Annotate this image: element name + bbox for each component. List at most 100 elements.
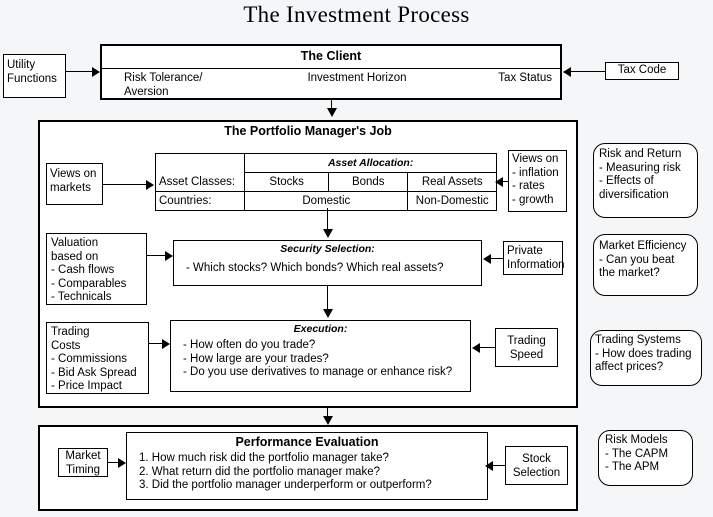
- row-label-countries: Countries:: [154, 191, 246, 211]
- arrowhead-allocation-to-security: [323, 229, 333, 238]
- arrowhead-macro-to-allocation: [495, 177, 503, 187]
- performance-evaluation-box: Performance Evaluation 1. How much risk …: [126, 432, 488, 500]
- trading-speed-line1: Trading: [507, 335, 546, 347]
- arrowhead-private-to-security: [483, 254, 491, 264]
- client-risk-tolerance-line2: Aversion: [124, 85, 169, 98]
- arrowhead-utility-to-client: [92, 67, 100, 77]
- trading-costs-box: Trading Costs - Commissions - Bid Ask Sp…: [46, 322, 149, 394]
- asset-allocation-table: Asset Allocation: Asset Classes: Stocks …: [154, 153, 497, 211]
- stock-selection-line2: Selection: [512, 466, 561, 479]
- client-tax-status: Tax Status: [498, 72, 552, 84]
- trading-speed-line2: Speed: [509, 348, 544, 361]
- topic-item-1: - The APM: [605, 461, 660, 473]
- cell-stocks: Stocks: [244, 172, 330, 192]
- topic-heading: Market Efficiency: [599, 240, 687, 252]
- private-information-line2: Information: [507, 258, 565, 271]
- trading-costs-line1: Trading: [51, 326, 90, 338]
- connector-costs-to-execution: [149, 343, 165, 344]
- connector-stock-to-performance: [492, 465, 506, 466]
- topic-item-1: affect prices?: [595, 361, 664, 373]
- connector-views-to-allocation: [103, 184, 147, 185]
- execution-caption: Execution:: [293, 323, 348, 335]
- performance-item-0: 1. How much risk did the portfolio manag…: [139, 452, 389, 464]
- cell-bonds: Bonds: [328, 172, 409, 192]
- page-title: The Investment Process: [243, 2, 470, 27]
- topic-risk-and-return: Risk and Return - Measuring risk - Effec…: [593, 143, 698, 218]
- connector-private-to-security: [490, 258, 504, 259]
- topic-trading-systems: Trading Systems - How does trading affec…: [590, 330, 702, 386]
- topic-item-0: - How does trading: [595, 347, 692, 360]
- stock-selection-box: Stock Selection: [505, 446, 568, 485]
- arrowhead-taxcode-to-client: [563, 67, 571, 77]
- trading-costs-item-0: - Commissions: [51, 353, 128, 365]
- topic-item-1: the market?: [599, 267, 660, 279]
- utility-functions-line1: Utility: [7, 59, 36, 71]
- connector-speed-to-execution: [480, 347, 496, 348]
- valuation-item-1: - Comparables: [51, 277, 127, 290]
- tax-code-box: Tax Code: [605, 62, 679, 80]
- views-on-macro-heading: Views on: [512, 153, 559, 165]
- stock-selection-line1: Stock: [522, 453, 551, 465]
- topic-heading: Risk Models: [605, 434, 668, 446]
- trading-speed-box: Trading Speed: [495, 328, 558, 367]
- topic-market-efficiency: Market Efficiency - Can you beat the mar…: [593, 234, 698, 296]
- valuation-item-2: - Technicals: [51, 291, 112, 303]
- views-on-macro-box: Views on - inflation - rates - growth: [508, 150, 567, 212]
- execution-item-2: - Do you use derivatives to manage or en…: [183, 366, 453, 378]
- arrowhead-views-to-allocation: [146, 180, 154, 190]
- connector-allocation-to-security: [327, 208, 328, 234]
- client-box: The Client Risk Tolerance/ Aversion Inve…: [100, 44, 562, 100]
- topic-item-2: diversification: [599, 188, 669, 201]
- views-on-macro-item-0: - inflation: [512, 166, 559, 179]
- arrowhead-timing-to-performance: [118, 458, 126, 468]
- views-on-macro-item-2: - growth: [512, 193, 554, 206]
- connector-macro-to-allocation: [500, 181, 509, 182]
- execution-box: Execution: - How often do you trade? - H…: [170, 320, 471, 392]
- arrowhead-pm-to-performance: [323, 416, 333, 425]
- connector-pm-to-performance: [327, 408, 328, 423]
- views-on-markets-box: Views on markets: [46, 163, 103, 205]
- cell-non-domestic: Non-Domestic: [407, 191, 497, 211]
- topic-heading: Trading Systems: [595, 334, 681, 346]
- connector-utility-to-client: [66, 71, 94, 72]
- arrowhead-client-to-pm: [327, 108, 337, 117]
- tax-code-label: Tax Code: [617, 64, 667, 76]
- performance-item-2: 3. Did the portfolio manager underperfor…: [139, 479, 432, 491]
- views-on-markets-line1: Views on: [50, 168, 97, 180]
- row-label-asset-classes: Asset Classes:: [154, 172, 246, 192]
- topic-item-0: - Measuring risk: [599, 161, 681, 174]
- private-information-box: Private Information: [503, 241, 565, 275]
- valuation-line1: Valuation: [51, 237, 99, 249]
- execution-item-1: - How large are your trades?: [183, 352, 329, 365]
- topic-risk-models: Risk Models - The CAPM - The APM: [598, 430, 693, 486]
- topic-item-0: - Can you beat: [599, 253, 675, 266]
- security-selection-caption: Security Selection:: [280, 243, 375, 255]
- execution-item-0: - How often do you trade?: [183, 339, 316, 351]
- client-heading: The Client: [300, 49, 362, 63]
- views-on-markets-line2: markets: [50, 181, 91, 194]
- arrowhead-security-to-execution: [323, 309, 333, 318]
- topic-item-0: - The CAPM: [605, 447, 669, 460]
- valuation-line2: based on: [51, 250, 99, 263]
- connector-valuation-to-security: [147, 255, 167, 256]
- arrowhead-speed-to-execution: [472, 343, 480, 353]
- client-risk-tolerance-line1: Risk Tolerance/: [124, 72, 203, 84]
- arrowhead-valuation-to-security: [165, 251, 173, 261]
- topic-item-1: - Effects of: [599, 175, 654, 187]
- table-row: Asset Classes: Stocks Bonds Real Assets: [154, 172, 497, 192]
- security-selection-line: - Which stocks? Which bonds? Which real …: [186, 262, 444, 274]
- portfolio-manager-job-heading: The Portfolio Manager's Job: [224, 124, 392, 138]
- market-timing-line2: Timing: [65, 463, 101, 476]
- client-divider: [102, 68, 560, 69]
- connector-taxcode-to-client: [570, 71, 606, 72]
- arrowhead-stock-to-performance: [485, 461, 493, 471]
- trading-costs-line2: Costs: [51, 339, 81, 352]
- cell-domestic: Domestic: [244, 191, 409, 211]
- topic-heading: Risk and Return: [599, 148, 682, 160]
- table-row: Countries: Domestic Non-Domestic: [154, 191, 497, 211]
- connector-timing-to-performance: [108, 462, 121, 463]
- valuation-box: Valuation based on - Cash flows - Compar…: [46, 233, 147, 305]
- valuation-item-0: - Cash flows: [51, 264, 115, 276]
- trading-costs-item-1: - Bid Ask Spread: [51, 366, 137, 379]
